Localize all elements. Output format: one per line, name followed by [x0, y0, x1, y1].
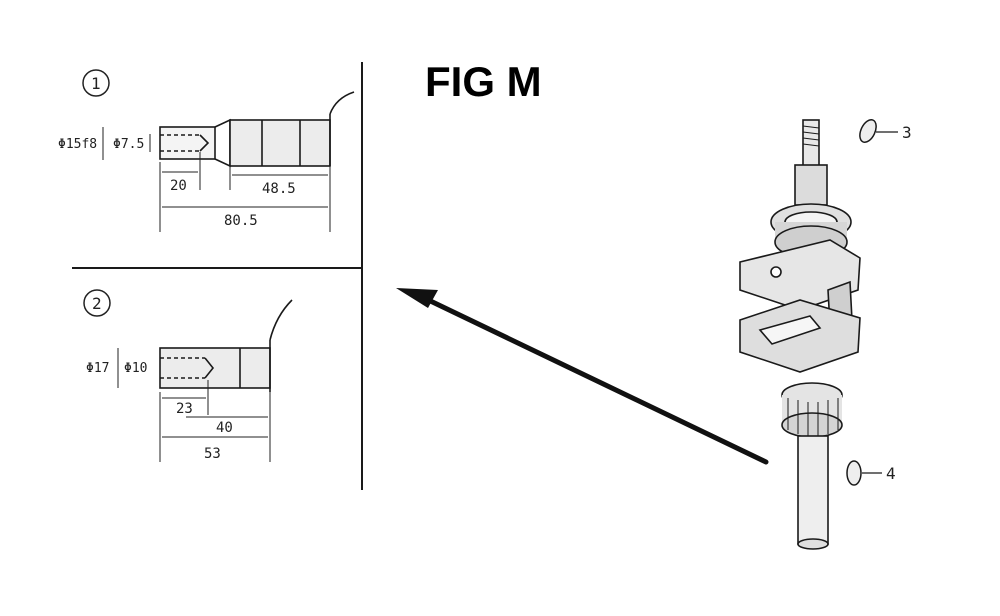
arrowhead-icon — [396, 288, 438, 308]
shaft-2-outline — [159, 299, 293, 392]
view-1-number: 1 — [91, 74, 101, 93]
view-1-number-circle — [82, 69, 110, 97]
key-part-icon — [846, 460, 862, 486]
view-1-length-b: 48.5 — [262, 181, 296, 197]
callout-3-label: 3 — [902, 123, 912, 142]
view-2-length-b: 40 — [216, 420, 233, 436]
callout-4: 4 — [846, 460, 896, 486]
view-2-number-circle — [83, 289, 111, 317]
key-part-icon — [859, 118, 877, 144]
view-2-inner-diameter: Φ10 — [124, 361, 147, 376]
view-2-number: 2 — [92, 294, 102, 313]
view-1-length-a: 20 — [170, 178, 187, 194]
view-1-dimension-lines — [102, 127, 331, 232]
view-1-length-total: 80.5 — [224, 213, 258, 229]
view-2-dimension-lines — [117, 348, 271, 462]
view-2-length-total: 53 — [204, 446, 221, 462]
view-1-inner-diameter: Φ7.5 — [113, 137, 144, 152]
view-1-outer-diameter: Φ15f8 — [58, 137, 97, 152]
figure-title: FIG M — [425, 58, 542, 105]
detail-view-1: 1 — [58, 69, 355, 232]
crankshaft-illustration — [739, 119, 861, 550]
callout-4-label: 4 — [886, 464, 896, 483]
callout-3: 3 — [859, 118, 912, 144]
shaft-1-outline — [159, 91, 355, 168]
detail-view-2: 2 Φ17 Φ10 23 40 53 — [83, 289, 293, 462]
pointer-arrow — [396, 288, 769, 465]
view-2-length-a: 23 — [176, 401, 193, 417]
view-2-outer-diameter: Φ17 — [86, 361, 109, 376]
